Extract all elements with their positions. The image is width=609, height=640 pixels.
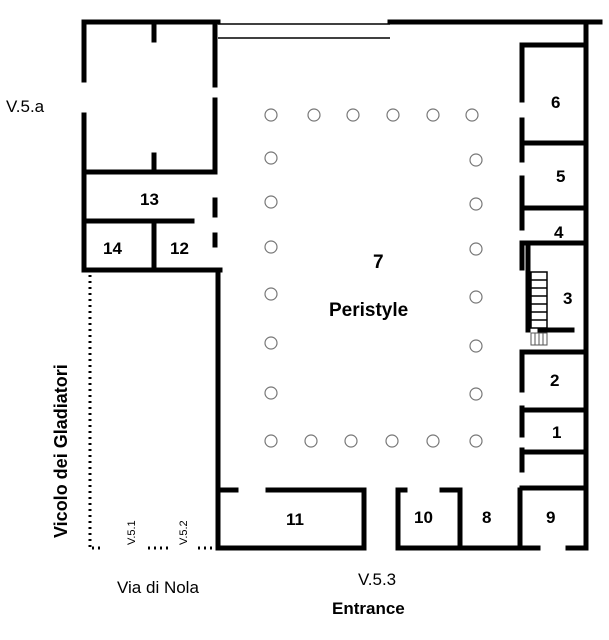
room-3-label: 3 — [563, 289, 572, 308]
entrance-label: Entrance — [332, 599, 405, 618]
column — [264, 108, 278, 122]
column — [465, 108, 479, 122]
column — [385, 434, 399, 448]
room-1-label: 1 — [552, 423, 561, 442]
column — [469, 242, 483, 256]
column — [264, 287, 278, 301]
room-5-label: 5 — [556, 167, 565, 186]
v51-label: V.5.1 — [126, 520, 138, 545]
room-9-label: 9 — [546, 508, 555, 527]
column — [469, 339, 483, 353]
v53-label: V.5.3 — [358, 570, 396, 589]
column — [346, 108, 360, 122]
column — [469, 197, 483, 211]
v52-label: V.5.2 — [178, 520, 190, 545]
room-2-label: 2 — [550, 371, 559, 390]
column — [264, 336, 278, 350]
column — [426, 108, 440, 122]
column — [264, 151, 278, 165]
room-7-label: 7 — [373, 252, 384, 273]
vicolo-dei-gladiatori-label: Vicolo dei Gladiatori — [51, 364, 71, 538]
room-10-label: 10 — [414, 508, 433, 527]
column — [264, 434, 278, 448]
column — [386, 108, 400, 122]
peristyle-columns — [264, 108, 483, 448]
room-4-label: 4 — [554, 223, 564, 242]
room-6-label: 6 — [551, 93, 560, 112]
room-13-label: 13 — [140, 190, 159, 209]
room-12-label: 12 — [170, 239, 189, 258]
room-14-label: 14 — [103, 239, 122, 258]
column — [304, 434, 318, 448]
v5a-label: V.5.a — [6, 97, 45, 116]
column — [426, 434, 440, 448]
room-8-label: 8 — [482, 508, 491, 527]
column — [264, 386, 278, 400]
column — [469, 290, 483, 304]
via-di-nola-label: Via di Nola — [117, 578, 199, 597]
peristyle-label: Peristyle — [329, 300, 408, 321]
column — [469, 387, 483, 401]
column — [469, 153, 483, 167]
column — [264, 240, 278, 254]
street-edges — [88, 275, 216, 550]
staircase — [530, 271, 548, 346]
column — [469, 434, 483, 448]
column — [344, 434, 358, 448]
room-11-label: 11 — [286, 510, 304, 529]
walls — [81, 19, 603, 551]
column — [264, 195, 278, 209]
column — [307, 108, 321, 122]
